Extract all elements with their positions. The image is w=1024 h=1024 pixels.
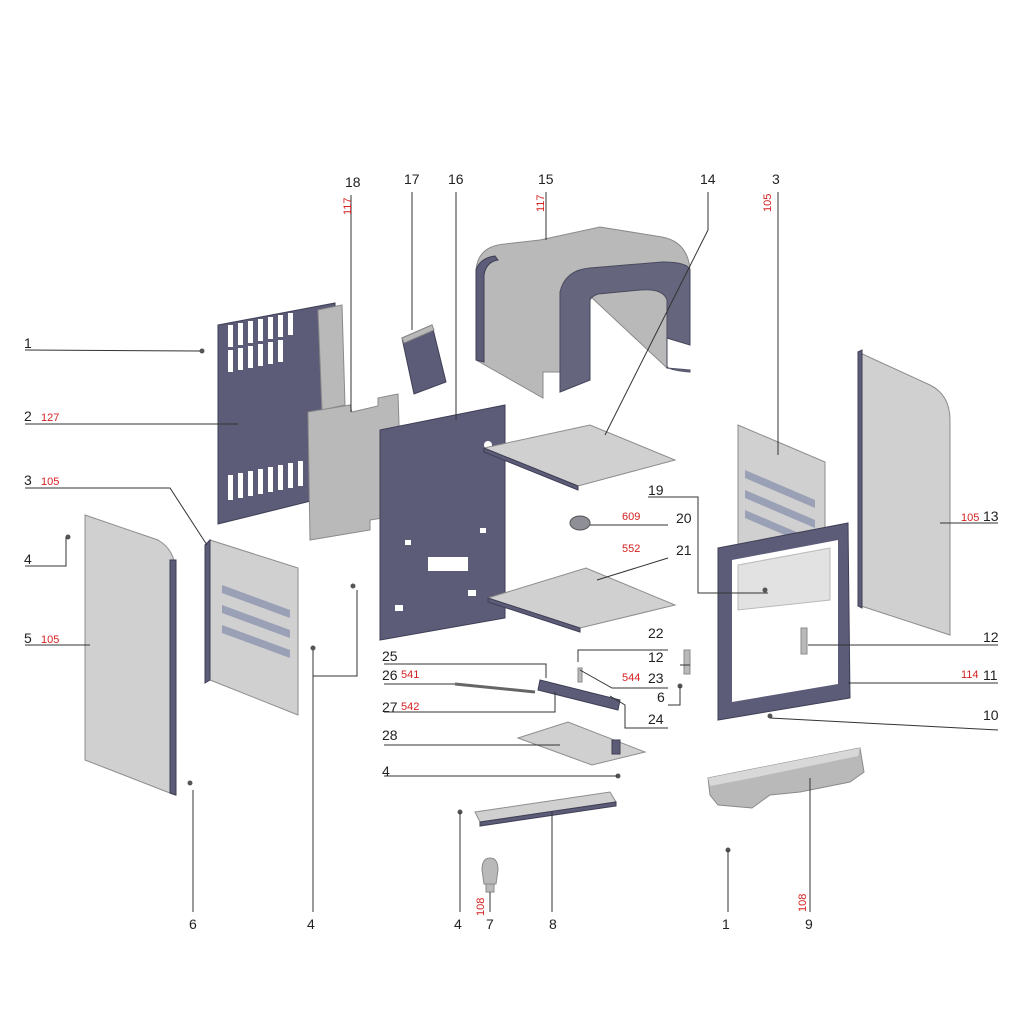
callout-number-c27: 27 <box>382 699 398 715</box>
callout-number-c4a: 4 <box>24 551 32 567</box>
callout-number-c8: 8 <box>549 916 557 932</box>
callout-number-c3b: 3 <box>772 171 780 187</box>
part-top-tray <box>482 424 677 491</box>
part-burner <box>454 667 621 711</box>
callout-number-c17: 17 <box>404 171 420 187</box>
callout-number-c4c: 4 <box>382 763 390 779</box>
callout-code-c3b: 105 <box>762 194 774 212</box>
part-bracket-a <box>800 627 808 655</box>
callout-code-c5: 105 <box>41 634 59 646</box>
part-foot <box>481 857 499 893</box>
callout-number-c12a: 12 <box>648 649 664 665</box>
callout-code-c2: 127 <box>41 412 59 424</box>
part-small-panel <box>401 324 447 395</box>
part-top-cover <box>475 226 691 399</box>
callout-number-c5: 5 <box>24 630 32 646</box>
callout-number-c4b: 4 <box>307 916 315 932</box>
callout-number-c19: 19 <box>648 482 664 498</box>
callout-code-c23: 544 <box>622 672 640 684</box>
callout-number-c6b: 6 <box>657 689 665 705</box>
part-left-inner-panel <box>204 538 299 716</box>
part-base-plate <box>516 721 647 766</box>
callout-number-c22: 22 <box>648 625 664 641</box>
callout-number-c10: 10 <box>983 707 999 723</box>
callout-number-c2: 2 <box>24 408 32 424</box>
callout-number-c25: 25 <box>382 648 398 664</box>
callout-number-c14: 14 <box>700 171 716 187</box>
callout-number-c9: 9 <box>805 916 813 932</box>
part-central-panel <box>379 404 506 641</box>
callout-number-c28: 28 <box>382 727 398 743</box>
callout-number-c6a: 6 <box>189 916 197 932</box>
callout-number-c16: 16 <box>448 171 464 187</box>
callout-number-c18: 18 <box>345 174 361 190</box>
part-knob <box>569 515 591 531</box>
callout-code-c15: 117 <box>535 194 547 212</box>
callout-number-c13: 13 <box>983 508 999 524</box>
part-base-plinth <box>707 747 865 809</box>
callout-code-c18: 117 <box>342 197 354 215</box>
callout-number-c11: 11 <box>983 667 998 683</box>
leader-lines <box>24 192 999 912</box>
callout-code-c27: 542 <box>401 701 419 713</box>
callout-code-c3a: 105 <box>41 476 59 488</box>
callout-number-c23: 23 <box>648 670 664 686</box>
callout-code-c26: 541 <box>401 669 419 681</box>
callout-number-c1b: 1 <box>722 916 730 932</box>
callout-number-c7: 7 <box>486 916 494 932</box>
part-side-strip <box>317 304 346 411</box>
callout-number-c1a: 1 <box>24 335 32 351</box>
part-bottom-rail <box>474 791 617 827</box>
callout-code-c11: 114 <box>961 669 979 681</box>
callout-number-c12b: 12 <box>983 629 999 645</box>
callout-number-c4d: 4 <box>454 916 462 932</box>
callout-code-c7: 108 <box>475 898 487 916</box>
callout-number-c20: 20 <box>676 510 692 526</box>
part-right-outer-panel <box>857 349 951 636</box>
callout-number-c3a: 3 <box>24 472 32 488</box>
part-left-outer-panel <box>84 514 177 796</box>
part-front-frame <box>717 522 851 721</box>
callout-code-c9: 108 <box>797 894 809 912</box>
part-bottom-tray <box>486 567 677 633</box>
callout-number-c24: 24 <box>648 711 664 727</box>
callout-number-c21: 21 <box>676 542 692 558</box>
callout-code-c13: 105 <box>961 512 979 524</box>
callout-code-c20: 609 <box>622 511 640 523</box>
callout-number-c26: 26 <box>382 667 398 683</box>
part-bracket-b <box>683 649 691 675</box>
callout-code-c21: 552 <box>622 543 640 555</box>
callout-number-c15: 15 <box>538 171 554 187</box>
